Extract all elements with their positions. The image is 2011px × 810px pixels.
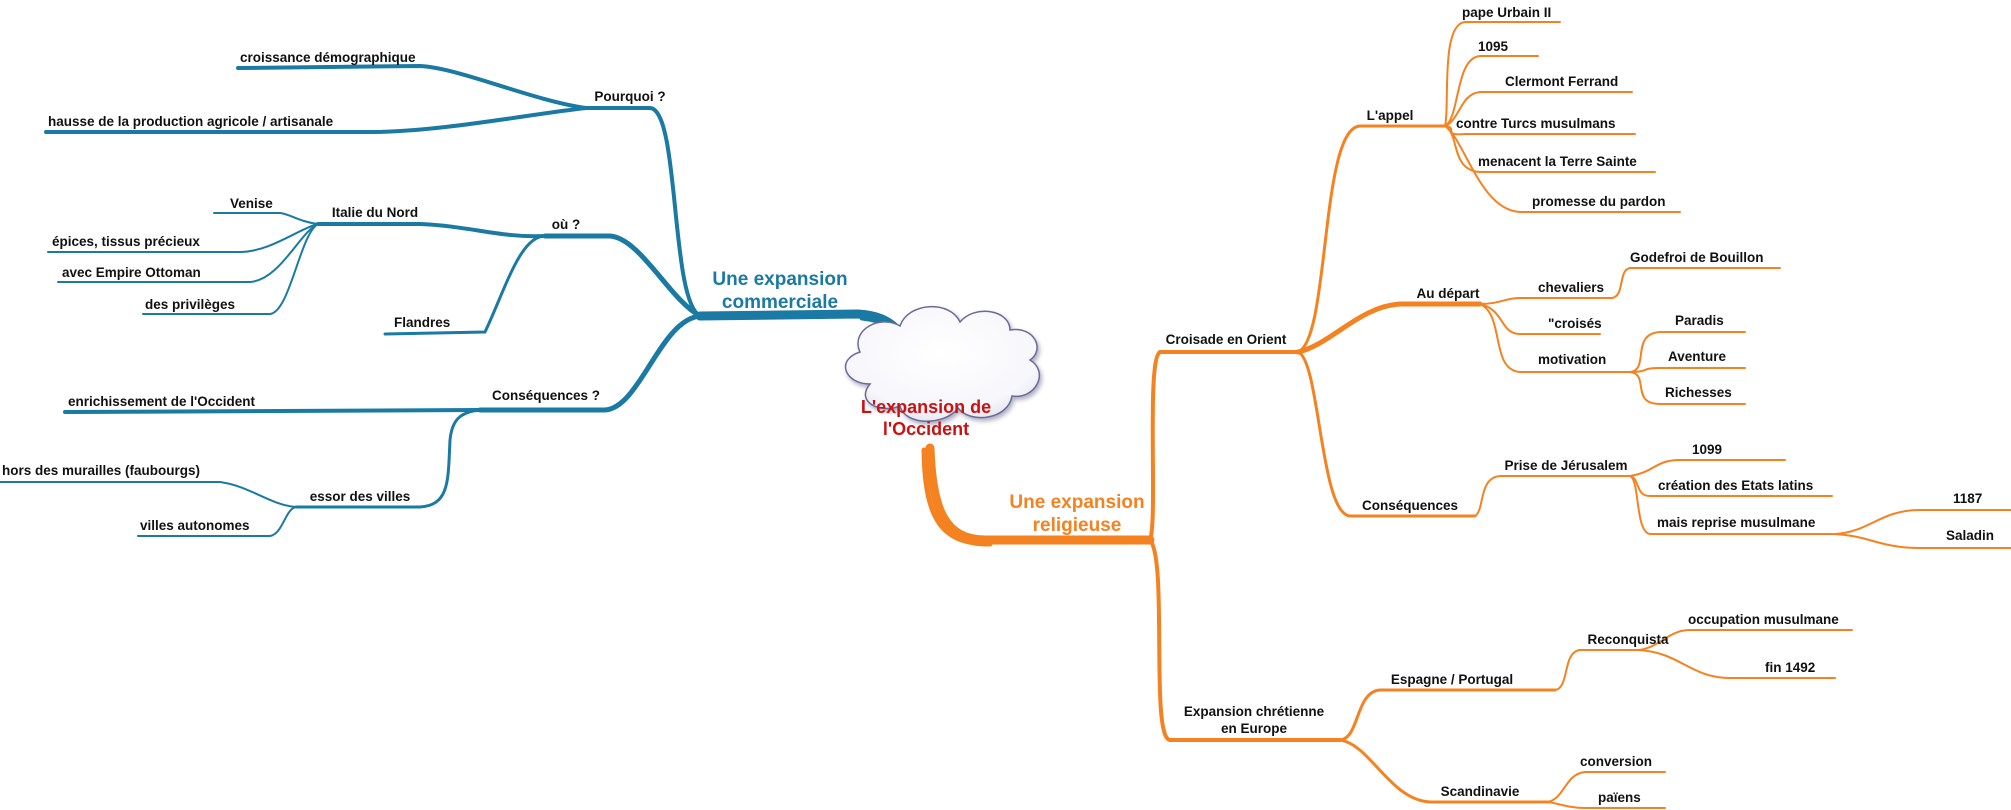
node-expansion-europe-line1[interactable]: Expansion chrétienne (1184, 704, 1325, 719)
node-1095[interactable]: 1095 (1478, 39, 1509, 54)
node-scandinavie[interactable]: Scandinavie (1441, 784, 1520, 799)
node-terre-sainte[interactable]: menacent la Terre Sainte (1478, 154, 1637, 169)
node-au-depart[interactable]: Au départ (1416, 286, 1480, 301)
node-1187[interactable]: 1187 (1953, 491, 1982, 506)
node-saladin[interactable]: Saladin (1946, 528, 1994, 543)
node-conversion[interactable]: conversion (1580, 754, 1652, 769)
node-richesses[interactable]: Richesses (1665, 385, 1732, 400)
node-pape-urbain[interactable]: pape Urbain II (1462, 5, 1551, 20)
node-consequences-croisade[interactable]: Conséquences (1362, 498, 1458, 513)
node-empire-ottoman[interactable]: avec Empire Ottoman (62, 265, 201, 280)
node-croises[interactable]: "croisés (1548, 316, 1602, 331)
node-croisade-orient[interactable]: Croisade en Orient (1166, 332, 1287, 347)
node-consequences-commerce[interactable]: Conséquences ? (492, 388, 600, 403)
node-expansion-europe-line2[interactable]: en Europe (1221, 721, 1288, 736)
central-cloud[interactable] (844, 306, 1041, 422)
node-godefroi[interactable]: Godefroi de Bouillon (1630, 250, 1764, 265)
node-chevaliers[interactable]: chevaliers (1538, 280, 1604, 295)
node-fin-1492[interactable]: fin 1492 (1765, 660, 1815, 675)
node-faubourgs[interactable]: hors des murailles (faubourgs) (2, 463, 200, 478)
commercial-branch-lines (0, 63, 929, 537)
node-contre-turcs[interactable]: contre Turcs musulmans (1456, 116, 1616, 131)
node-espagne-portugal[interactable]: Espagne / Portugal (1391, 672, 1513, 687)
node-etats-latins[interactable]: création des Etats latins (1658, 478, 1813, 493)
religious-title-line2[interactable]: religieuse (1033, 515, 1122, 536)
node-italie-du-nord[interactable]: Italie du Nord (332, 205, 418, 220)
node-croissance-demographique[interactable]: croissance démographique (240, 50, 416, 65)
node-lappel[interactable]: L'appel (1367, 108, 1414, 123)
node-privileges[interactable]: des privilèges (145, 297, 235, 312)
node-essor-villes[interactable]: essor des villes (310, 489, 411, 504)
node-prise-jerusalem[interactable]: Prise de Jérusalem (1504, 458, 1627, 473)
node-promesse-pardon[interactable]: promesse du pardon (1532, 194, 1666, 209)
religious-title-line1[interactable]: Une expansion (1009, 492, 1144, 513)
node-epices[interactable]: épices, tissus précieux (52, 234, 200, 249)
node-ou[interactable]: où ? (552, 217, 581, 232)
node-paiens[interactable]: païens (1598, 790, 1641, 805)
node-reconquista[interactable]: Reconquista (1587, 632, 1669, 647)
node-motivation[interactable]: motivation (1538, 352, 1606, 367)
central-title-line2: l'Occident (883, 419, 969, 439)
node-clermont-ferrand[interactable]: Clermont Ferrand (1505, 74, 1618, 89)
central-title-line1: L'expansion de (861, 397, 991, 417)
religious-branch-lines (921, 21, 2011, 809)
node-hausse-production[interactable]: hausse de la production agricole / artis… (48, 114, 334, 129)
node-enrichissement[interactable]: enrichissement de l'Occident (68, 394, 256, 409)
node-flandres[interactable]: Flandres (394, 315, 450, 330)
node-venise[interactable]: Venise (230, 196, 273, 211)
node-occupation-musulmane[interactable]: occupation musulmane (1688, 612, 1839, 627)
node-paradis[interactable]: Paradis (1675, 313, 1724, 328)
node-aventure[interactable]: Aventure (1668, 349, 1727, 364)
node-villes-autonomes[interactable]: villes autonomes (140, 518, 250, 533)
commercial-title-line1[interactable]: Une expansion (712, 269, 847, 290)
node-reprise-musulmane[interactable]: mais reprise musulmane (1657, 515, 1816, 530)
node-pourquoi[interactable]: Pourquoi ? (594, 89, 665, 104)
node-1099[interactable]: 1099 (1692, 442, 1722, 457)
commercial-title-line2[interactable]: commerciale (722, 292, 838, 313)
